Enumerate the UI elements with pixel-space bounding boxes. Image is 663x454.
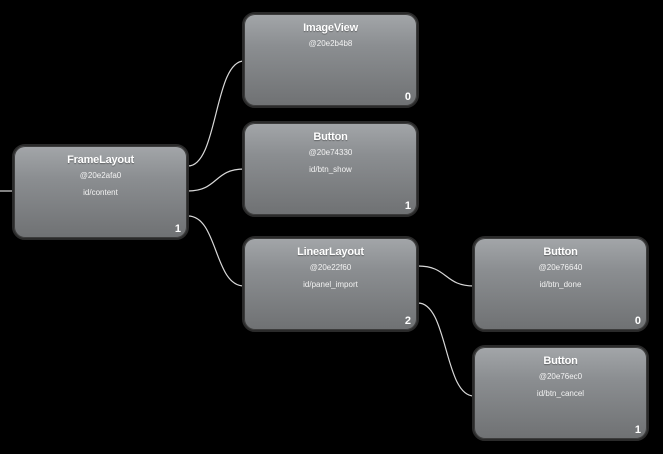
node-resource-id: id/btn_cancel [536,389,585,398]
node-linearlayout[interactable]: LinearLayout @20e22f60 id/panel_import 2 [242,236,419,332]
node-resource-id: id/panel_import [303,280,358,289]
node-title: Button [543,246,578,258]
connector-framelayout-to-button-show [187,168,245,192]
node-resource-id: id/content [83,188,118,197]
node-button-done[interactable]: Button @20e76640 id/btn_done 0 [472,236,649,332]
node-imageview[interactable]: ImageView @20e2b4b8 0 [242,12,419,108]
node-child-count: 2 [404,315,411,327]
node-child-count: 0 [404,91,411,103]
node-child-count: 1 [634,424,641,436]
node-hash: @20e76640 [538,263,583,272]
node-title: FrameLayout [67,154,134,166]
node-hash: @20e2b4b8 [308,39,353,48]
node-hash: @20e76ec0 [538,372,583,381]
node-title: Button [543,355,578,367]
node-hash: @20e22f60 [309,263,352,272]
connector-framelayout-to-imageview [187,60,245,167]
node-framelayout[interactable]: FrameLayout @20e2afa0 id/content 1 [12,144,189,240]
node-title: ImageView [303,22,358,34]
node-title: LinearLayout [297,246,364,258]
connector-linearlayout-to-button-done [417,265,475,287]
node-button-show[interactable]: Button @20e74330 id/btn_show 1 [242,121,419,217]
node-resource-id: id/btn_show [309,165,352,174]
node-resource-id: id/btn_done [539,280,582,289]
node-child-count: 1 [404,200,411,212]
connector-framelayout-to-linearlayout [187,215,245,287]
node-child-count: 0 [634,315,641,327]
node-button-cancel[interactable]: Button @20e76ec0 id/btn_cancel 1 [472,345,649,441]
connector-linearlayout-to-button-cancel [417,302,475,397]
node-hash: @20e2afa0 [79,171,122,180]
node-child-count: 1 [174,223,181,235]
node-title: Button [313,131,348,143]
node-hash: @20e74330 [308,148,353,157]
